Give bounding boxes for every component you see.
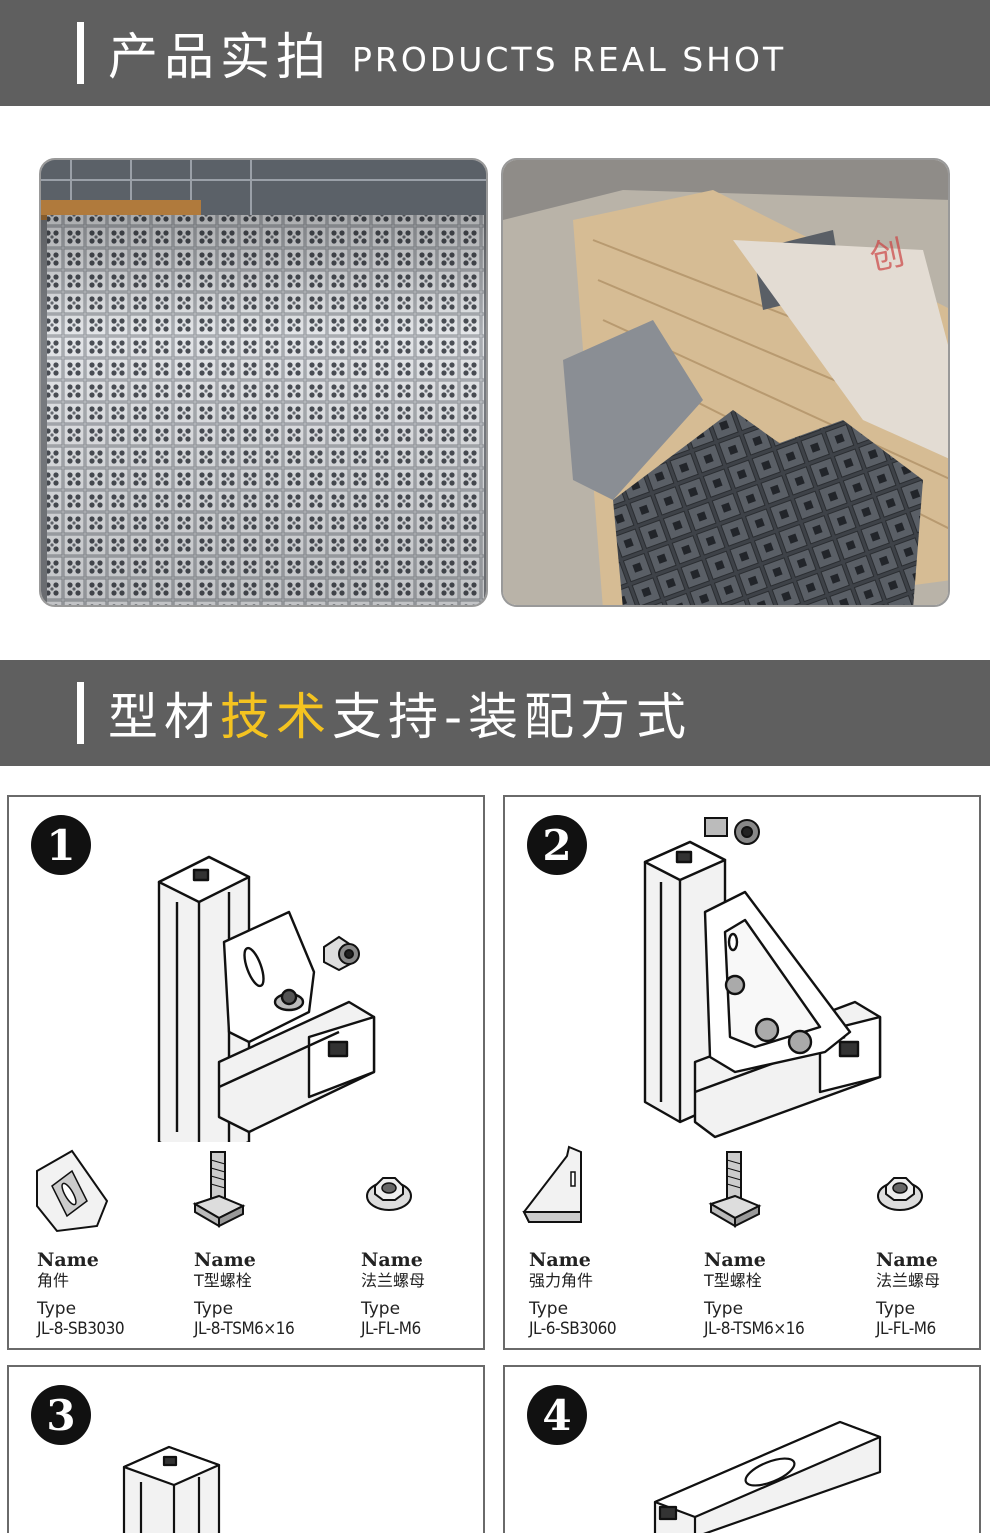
corner-bracket-assembly-diagram (157, 855, 376, 1142)
assembly-panel-4: 4 (503, 1365, 981, 1533)
corner-bracket-icon (36, 1149, 109, 1233)
product-photo-warehouse: 创 (501, 158, 950, 607)
assembly-panel-2: 2 (503, 795, 981, 1350)
part-spec: Name 法兰螺母 Type JL-FL-M6 (361, 1249, 426, 1339)
banner-title: 产品实拍 (108, 28, 332, 86)
step-number: 2 (527, 815, 587, 875)
step-number: 3 (31, 1385, 91, 1445)
assembly-panel-3: 3 (7, 1365, 485, 1533)
banner-accent-bar (77, 682, 84, 744)
step-number: 4 (527, 1385, 587, 1445)
svg-text:创: 创 (867, 233, 909, 279)
banner-subtitle: PRODUCTS REAL SHOT (352, 39, 787, 79)
parts-spec-row: Name 强力角件 Type JL-6-SB3060 Name T型螺栓 Typ… (505, 1249, 979, 1349)
title-part-c: 支持-装配方式 (332, 688, 693, 746)
parts-row (9, 1142, 483, 1242)
title-part-a: 型材 (108, 688, 220, 746)
part-spec: Name 角件 Type JL-8-SB3030 (37, 1249, 125, 1339)
section-banner-assembly: 型材技术支持-装配方式 (0, 660, 990, 766)
step-number: 1 (31, 815, 91, 875)
flange-nut-icon (877, 1177, 923, 1211)
product-photo-stacked-profiles (39, 158, 488, 607)
banner-accent-bar (77, 22, 84, 84)
reinforced-corner-bracket-icon (522, 1145, 582, 1223)
part-spec: Name T型螺栓 Type JL-8-TSM6×16 (194, 1249, 295, 1339)
t-bolt-icon (708, 1151, 762, 1228)
inline-connector-diagram (653, 1420, 882, 1533)
profile-connection-diagram (122, 1445, 221, 1533)
section-banner-photos: 产品实拍 PRODUCTS REAL SHOT (0, 0, 990, 106)
part-spec: Name 强力角件 Type JL-6-SB3060 (529, 1249, 617, 1339)
title-highlight: 技术 (220, 688, 332, 746)
part-spec: Name T型螺栓 Type JL-8-TSM6×16 (704, 1249, 805, 1339)
parts-row (505, 1142, 979, 1242)
assembly-panel-1: 1 (7, 795, 485, 1350)
part-spec: Name 法兰螺母 Type JL-FL-M6 (876, 1249, 941, 1339)
t-bolt-icon (192, 1151, 246, 1228)
flange-nut-icon (366, 1177, 412, 1211)
banner-title: 型材技术支持-装配方式 (108, 677, 692, 749)
parts-spec-row: Name 角件 Type JL-8-SB3030 Name T型螺栓 Type … (9, 1249, 483, 1349)
reinforced-bracket-assembly-diagram (643, 817, 882, 1139)
